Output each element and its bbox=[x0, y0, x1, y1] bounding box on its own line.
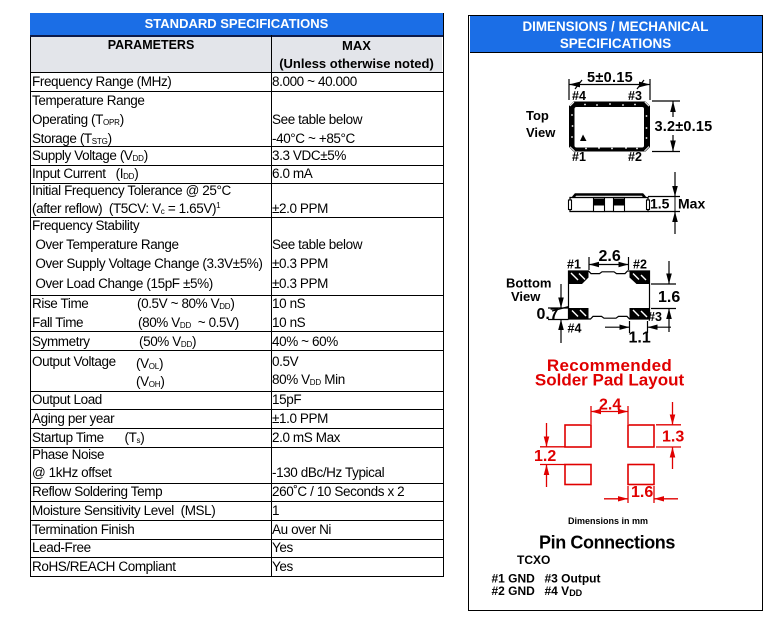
svg-text:#1: #1 bbox=[572, 150, 586, 164]
svg-text:1.5: 1.5 bbox=[650, 196, 670, 212]
svg-text:TCXO: TCXO bbox=[517, 553, 550, 567]
svg-text:#3 Output: #3 Output bbox=[545, 572, 601, 586]
svg-text:Solder Pad Layout: Solder Pad Layout bbox=[535, 371, 685, 390]
svg-text:3.2±0.15: 3.2±0.15 bbox=[655, 119, 713, 135]
svg-text:#4: #4 bbox=[568, 322, 582, 336]
svg-text:2.4: 2.4 bbox=[599, 397, 621, 414]
svg-text:Bottom: Bottom bbox=[506, 276, 552, 291]
svg-text:1.6: 1.6 bbox=[658, 289, 680, 306]
svg-text:#4 VDD: #4 VDD bbox=[545, 584, 583, 598]
svg-text:#1: #1 bbox=[567, 258, 581, 272]
svg-text:1.2: 1.2 bbox=[534, 448, 556, 465]
svg-text:Dimensions in mm: Dimensions in mm bbox=[568, 516, 648, 526]
svg-text:2.6: 2.6 bbox=[599, 248, 621, 265]
svg-text:#3: #3 bbox=[628, 89, 642, 103]
svg-text:Top: Top bbox=[526, 108, 549, 123]
svg-text:#2: #2 bbox=[633, 258, 647, 272]
svg-text:1.3: 1.3 bbox=[662, 429, 684, 446]
svg-text:5±0.15: 5±0.15 bbox=[587, 70, 633, 86]
svg-text:#3: #3 bbox=[648, 310, 662, 324]
svg-text:Pin Connections: Pin Connections bbox=[539, 533, 675, 553]
svg-text:1.6: 1.6 bbox=[631, 484, 653, 501]
svg-text:#2: #2 bbox=[628, 150, 642, 164]
svg-text:Max: Max bbox=[678, 196, 705, 212]
svg-text:#2 GND: #2 GND bbox=[492, 584, 536, 598]
svg-text:Recommended: Recommended bbox=[547, 356, 672, 375]
svg-text:View: View bbox=[526, 125, 556, 140]
svg-text:#4: #4 bbox=[572, 89, 586, 103]
svg-text:1.1: 1.1 bbox=[629, 330, 651, 347]
svg-text:#1 GND: #1 GND bbox=[492, 572, 536, 586]
svg-text:0.7: 0.7 bbox=[537, 306, 559, 323]
svg-text:View: View bbox=[511, 289, 541, 304]
